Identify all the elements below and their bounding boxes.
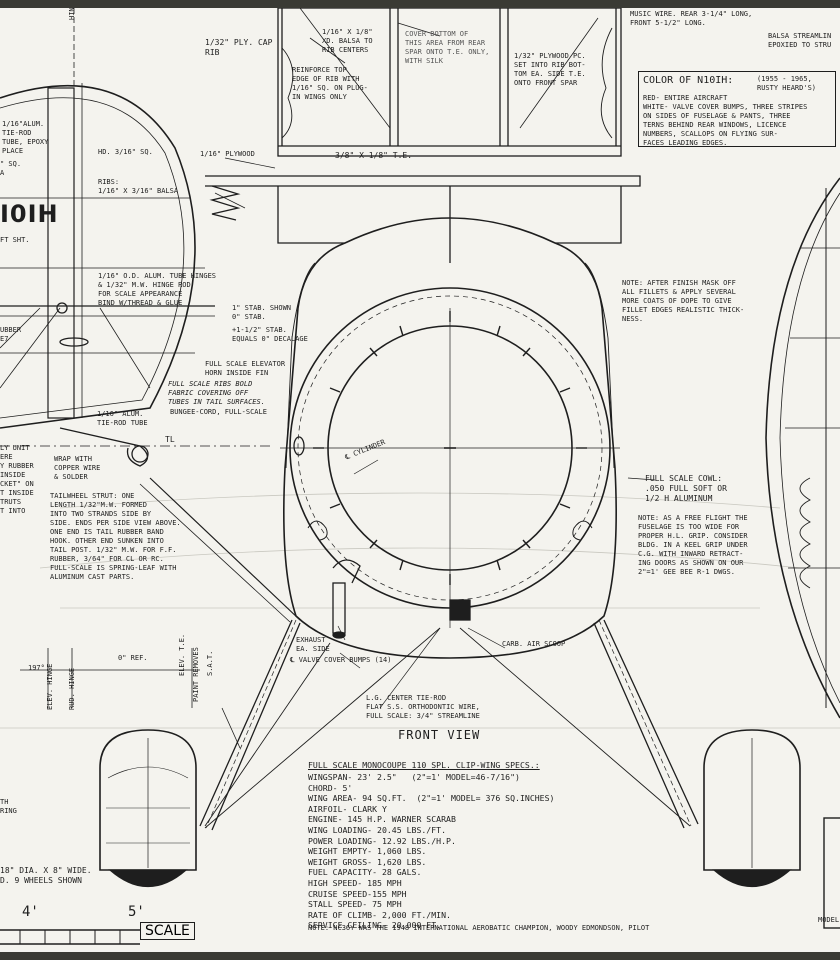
spec-line: POWER LOADING- 12.92 LBS./H.P. [308,835,456,846]
wheel-pants [99,729,801,888]
paint-removes-label: PAINT REMOVES [192,647,200,702]
scale-5: 5' [128,904,145,920]
spec-line: CHORD- 5' [308,782,353,793]
front-view-title: FRONT VIEW [398,728,481,742]
color-body: RED- ENTIRE AIRCRAFT WHITE- VALVE COVER … [643,94,808,147]
music-wire-note: MUSIC WIRE. REAR 3-1/4" LONG, FRONT 5-1/… [630,10,753,27]
tie-rod-tube-note: 1/16" ALUM. TIE-ROD TUBE [97,410,148,427]
te-note: 3/8" X 1/8" T.E. [335,151,413,160]
spec-line: WINGSPAN- 23' 2.5" (2"=1' MODEL=46-7/16"… [308,772,520,782]
wrap-note: WRAP WITH COPPER WIRE & SOLDER [54,455,101,481]
tl-label: TL [165,435,175,444]
rib-balsa-note: 1/16" X 1/8" XD. BALSA TO RIB CENTERS [322,28,373,54]
registration-letters: I0IH [0,200,59,228]
exhaust-label: EXHAUST EA. SIDE [296,636,330,653]
sq-note: " SQ. A [0,160,22,177]
wing-section-panel [277,8,622,157]
exhaust-stack [332,559,361,639]
model-label: MODEL [818,916,840,924]
spec-line: HIGH SPEED- 185 MPH [308,877,402,888]
fuselage-outline [283,217,617,659]
balsa-stream-note: BALSA STREAMLIN EPOXIED TO STRU [768,32,832,49]
lg-tie-rod-note: L.G. CENTER TIE-ROD FLAT S.S. ORTHODONTI… [366,694,480,720]
landing-gear [139,477,699,831]
plywood-pc-note: 1/32" PLYWOOD PC. SET INTO RIB BOT- TOM … [514,52,586,87]
unit-note: LY UNIT ERE Y RUBBER INSIDE CKET" ON T I… [0,444,34,515]
spec-line: FUEL CAPACITY- 28 GALS. [308,867,422,878]
reference-lines [20,648,241,749]
ft-sht-note: FT SHT. [0,236,30,244]
scale-label: SCALE [140,922,195,940]
spec-line: WING AREA- 94 SQ.FT. (2"=1' MODEL= 376 S… [308,793,555,804]
bungee-note: BUNGEE-CORD, FULL-SCALE [170,408,267,416]
specs-list: WINGSPAN- 23' 2.5" (2"=1' MODEL=46-7/16"… [308,772,554,931]
spec-line: RATE OF CLIMB- 2,000 FT./MIN. [308,909,451,920]
cowl [280,287,620,628]
reinforce-note: REINFORCE TOP EDGE OF RIB WITH 1/16" SQ.… [292,66,368,101]
ghost-lines [0,492,840,729]
ref-label: 0" REF. [118,654,148,662]
stab-shown-note: 1" STAB. SHOWN 0" STAB. [232,304,292,321]
ribs-bold-note: FULL SCALE RIBS BOLD FABRIC COVERING OFF… [168,380,265,406]
spec-line: ENGINE- 145 H.P. WARNER SCARAB [308,814,456,825]
th-ring-note: TH RING [0,798,17,815]
hd-note: HD. 3/16" SQ. [98,148,153,156]
ply-cap-note: 1/32" PLY. CAP RIB [205,38,273,57]
hinges-note: 1/16" O.D. ALUM. TUBE HINGES & 1/32" M.W… [98,272,217,307]
champion-note: NOTE: NC36Y WAS THE 1948 INTERNATIONAL A… [308,924,650,932]
hinge-label: HINGE [68,8,76,20]
cover-bottom-note: COVER BOTTOM OF THIS AREA FROM REAR SPAR… [405,30,490,65]
rud-hinge-label: RUD. HINGE [68,667,76,710]
wheels-note: 18" DIA. X 8" WIDE. D. 9 WHEELS SHOWN [0,866,92,885]
specs-title: FULL SCALE MONOCOUPE 110 SPL. CLIP-WING … [308,760,540,770]
alum-tube-note: 1/16"ALUM. TIE-ROD TUBE, EPOXY PLACE [2,120,49,155]
stabilizer [205,175,641,263]
ref-angle: 197° [28,664,45,672]
spec-line: CRUISE SPEED-155 MPH [308,888,407,899]
sat-label: S.A.T. [206,650,214,676]
spec-line: WING LOADING- 20.45 LBS./FT. [308,824,447,835]
spec-line: WEIGHT EMPTY- 1,060 LBS. [308,846,427,857]
fillet-note: NOTE: AFTER FINISH MASK OFF ALL FILLETS … [622,279,745,323]
spec-line: AIRFOIL- CLARK Y [308,803,387,814]
spec-line: WEIGHT GROSS- 1,620 LBS. [308,856,427,867]
front-view-drawing [0,8,840,945]
elev-te-label: ELEV. T.E. [178,633,186,676]
rubber-note: UBBER E7 [0,326,22,343]
carb-scoop-label: CARB. AIR SCOOP [502,640,566,648]
wing-side-view [765,177,840,929]
stab-decalage-note: +1-1/2" STAB. EQUALS 0" DECALAGE [232,326,308,343]
scale-4: 4' [22,904,39,920]
spec-line: STALL SPEED- 75 MPH [308,899,402,910]
color-years: (1955 - 1965, RUSTY HEARD'S) [757,75,817,92]
scale-bar [0,929,140,945]
tailwheel-note: TAILWHEEL STRUT: ONE LENGTH 1/32"M.W. FO… [50,492,181,581]
leader-lines [337,459,656,709]
elev-hinge-label: ELEV. HINGE [46,663,54,710]
cowl-note: FULL SCALE COWL: .050 FULL SOFT OR 1/2 H… [645,474,727,503]
tail-side-view [0,8,276,467]
ribs-note: RIBS: 1/16" X 3/16" BALSA [98,178,179,195]
spec-line: SERVICE CEILING- 20,000 FT. [308,920,442,931]
elevator-horn-note: FULL SCALE ELEVATOR HORN INSIDE FIN [205,360,286,377]
color-heading: COLOR OF N10IH: [643,75,734,86]
valve-bumps-label: ℄ VALVE COVER BUMPS (14) [290,656,392,664]
plywood-note: 1/16" PLYWOOD [200,150,255,158]
color-box: COLOR OF N10IH: (1955 - 1965, RUSTY HEAR… [638,71,836,147]
blueprint-sheet: 1/32" PLY. CAP RIB 1/16" X 1/8" XD. BALS… [0,8,840,952]
free-flight-note: NOTE: AS A FREE FLIGHT THE FUSELAGE IS T… [638,514,748,576]
